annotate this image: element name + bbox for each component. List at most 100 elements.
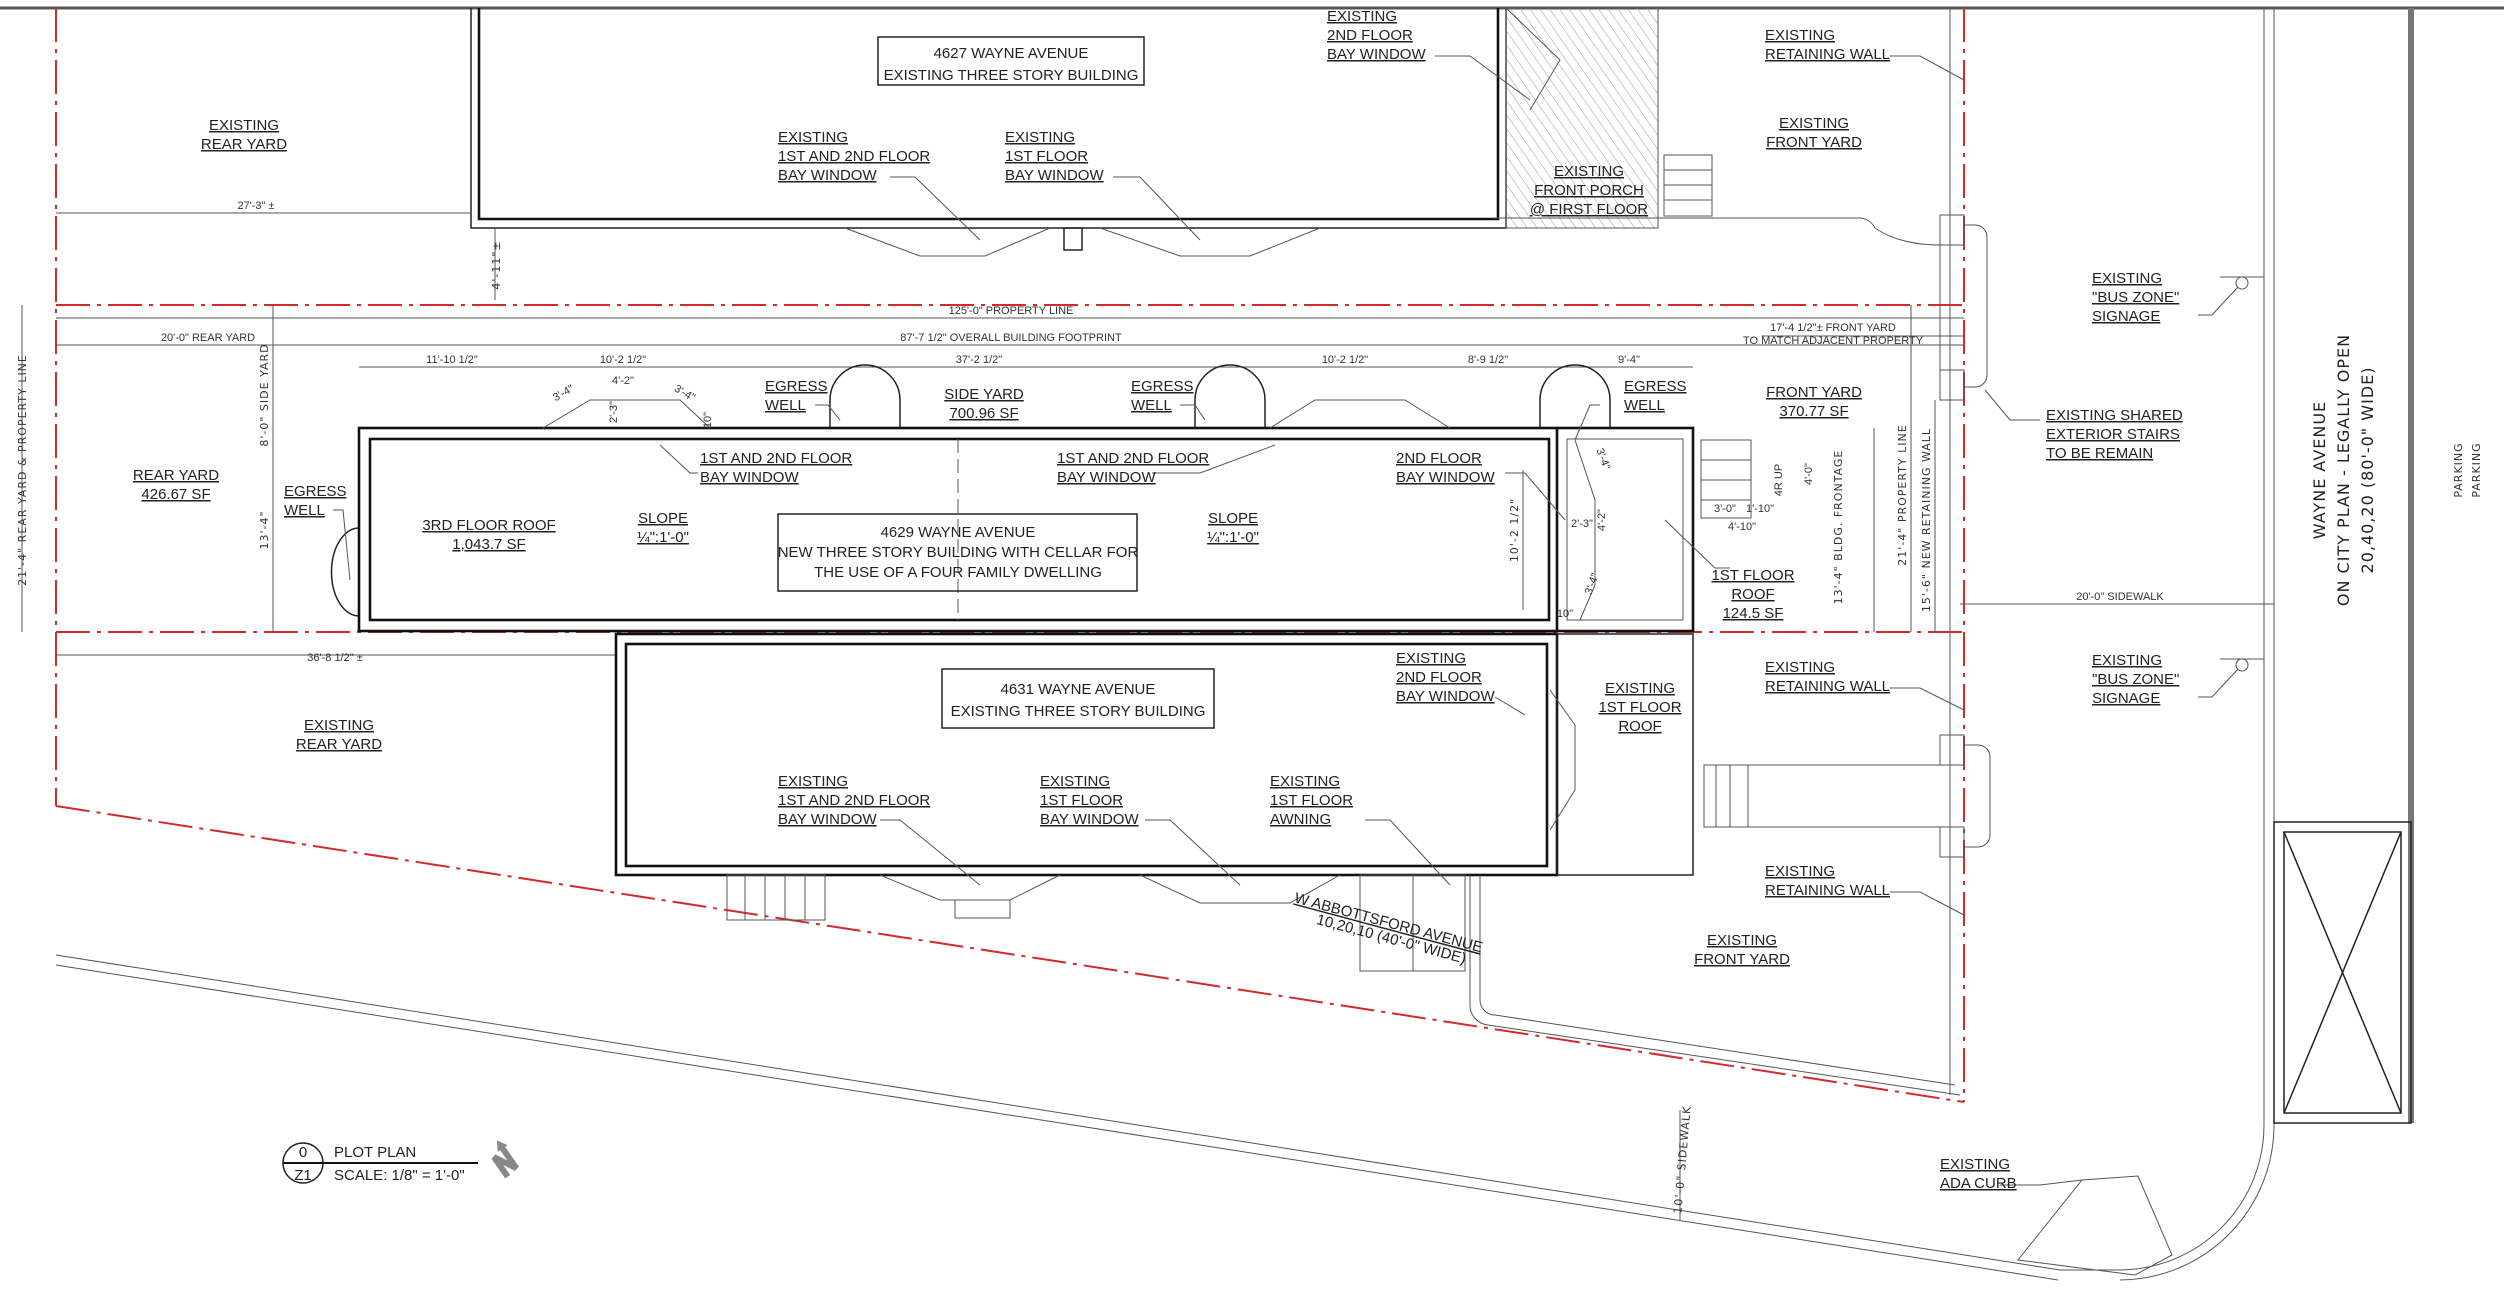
label-front-porch: EXISTING [1554,163,1624,180]
wayne-avenue [2017,8,2414,1281]
dim-property-line: 125'-0" PROPERTY LINE [949,305,1074,317]
label-retaining-wall-mid: RETAINING WALL [1765,678,1890,695]
dim-bay-front-part: 4'-2" [1596,509,1608,531]
dim-bay-front-part: 3'-4" [1593,447,1612,472]
dim-sidewalk-abbottsford: 10'-0" SIDEWALK [1671,1105,1693,1214]
dim-bay-part: 2'-3" [608,401,620,423]
label-slope-2: SLOPE [1208,510,1258,527]
hatched-parking-box [2273,821,2412,1124]
dim-front-yard: 17'-4 1/2"± FRONT YARD [1770,322,1896,334]
label-shared-stairs: EXTERIOR STAIRS [2046,426,2180,443]
label-retaining-wall-mid: EXISTING [1765,659,1835,676]
label-roof-1st-existing: ROOF [1618,718,1661,735]
label-roof-3rd: 1,043.7 SF [452,536,525,553]
abbottsford-avenue [55,954,2061,1281]
label-front-yard-bottom: FRONT YARD [1694,951,1790,968]
building-4631-label: 4631 WAYNE AVENUE [1001,681,1156,698]
dim-stair: 3'-0" [1714,503,1736,515]
building-4631 [614,632,1940,972]
building-4627-label: EXISTING THREE STORY BUILDING [884,67,1139,84]
building-4629 [330,364,1752,633]
north-arrow-icon [491,1140,519,1179]
label-awning: EXISTING [1270,773,1340,790]
ada-curb [2017,1175,2173,1276]
label-bay-1-2-top: EXISTING [778,129,848,146]
label-slope-1: ¼":1'-0" [637,529,689,546]
dim-segment: 10'-2 1/2" [600,354,646,366]
label-roof-1st-existing: EXISTING [1605,680,1675,697]
label-bay-1-2-top: BAY WINDOW [778,167,877,184]
wayne-avenue-label: ON CITY PLAN - LEGALLY OPEN [2334,334,2353,606]
label-shared-stairs: EXISTING SHARED [2046,407,2183,424]
dimension-lines [21,212,2274,656]
label-rear-yard-bottom: REAR YARD [296,736,382,753]
dim-front-property-line: 21'-4" PROPERTY LINE [1896,424,1909,565]
label-retaining-wall-low: RETAINING WALL [1765,882,1890,899]
label-bay-2-bottom: BAY WINDOW [1396,688,1495,705]
label-front-yard-top: EXISTING [1779,115,1849,132]
label-retaining-wall-top: RETAINING WALL [1765,46,1890,63]
building-4629-label: THE USE OF A FOUR FAMILY DWELLING [814,564,1102,581]
label-rear-yard-bottom: EXISTING [304,717,374,734]
label-bay-1-top: 1ST FLOOR [1005,148,1088,165]
label-rear-yard: 426.67 SF [141,486,210,503]
label-side-yard: 700.96 SF [949,405,1018,422]
dim-stair: 4R UP [1773,464,1785,496]
label-front-porch: @ FIRST FLOOR [1530,201,1648,218]
title-block: 0 Z1 PLOT PLAN SCALE: 1/8" = 1'-0" [282,1140,519,1184]
building-4629-label: 4629 WAYNE AVENUE [881,524,1036,541]
label-bus-zone-top: EXISTING [2092,270,2162,287]
parking-label: PARKING [2470,442,2483,497]
label-bus-zone-top: SIGNAGE [2092,308,2160,325]
dim-retaining-wall: 15'-6" NEW RETAINING WALL [1920,428,1933,612]
building-4627 [470,7,1713,257]
egress-well-left [330,527,360,617]
label-bay-1-2-bottom: 1ST AND 2ND FLOOR [778,792,930,809]
label-roof-3rd: 3RD FLOOR ROOF [422,517,555,534]
dim-bay-front-part: 3'-4" [1583,572,1602,597]
wayne-avenue-label: WAYNE AVENUE [2310,401,2329,539]
dim-stair: 4'-10" [1728,521,1756,533]
parking-label: PARKING [2452,442,2465,497]
front-porch [1505,7,1659,229]
bus-zone-sign-bottom [2198,658,2264,698]
label-awning: 1ST FLOOR [1270,792,1353,809]
dim-bay-part: 10" [702,412,714,428]
label-roof-1st: 1ST FLOOR [1711,567,1794,584]
label-ada-curb: EXISTING [1940,1156,2010,1173]
label-bay-new-1: BAY WINDOW [700,469,799,486]
label-bay-1-2-bottom: BAY WINDOW [778,811,877,828]
label-bay-1-top: BAY WINDOW [1005,167,1104,184]
label-bay-1-2-top: 1ST AND 2ND FLOOR [778,148,930,165]
dim-rear-yard: 20'-0" REAR YARD [161,332,255,344]
label-bay-2-bottom: 2ND FLOOR [1396,669,1482,686]
dim-gap-top: 4'-11"± [490,240,503,289]
dim-frontage: 13'-4" BLDG. FRONTAGE [1832,450,1845,605]
label-bay-1-bottom: 1ST FLOOR [1040,792,1123,809]
label-side-yard: SIDE YARD [944,386,1024,403]
label-bus-zone-bottom: EXISTING [2092,652,2162,669]
label-bay-new-3: BAY WINDOW [1396,469,1495,486]
label-front-yard-bottom: EXISTING [1707,932,1777,949]
label-rear-yard-top: EXISTING [209,117,279,134]
label-bay-2-bottom: EXISTING [1396,650,1466,667]
label-awning: AWNING [1270,811,1331,828]
label-egress-3: EGRESS [1624,378,1687,395]
dim-segment: 9'-4" [1618,354,1640,366]
label-slope-1: SLOPE [638,510,688,527]
dim-segment: 10'-2 1/2" [1322,354,1368,366]
label-egress-2: EGRESS [1131,378,1194,395]
label-egress-1: WELL [765,397,806,414]
label-roof-1st: ROOF [1731,586,1774,603]
detail-number: 0 [299,1144,307,1161]
dim-existing-rear-bottom: 36'-8 1/2" ± [307,652,362,664]
label-bus-zone-bottom: "BUS ZONE" [2092,671,2179,688]
dim-side-yard: 8'-0" SIDE YARD [258,343,271,446]
label-bay-1-2-bottom: EXISTING [778,773,848,790]
dim-depth: 13'-4" [258,510,271,549]
label-bay-1-bottom: BAY WINDOW [1040,811,1139,828]
dim-bay-front-part: 10" [1557,608,1573,620]
label-retaining-wall-top: EXISTING [1765,27,1835,44]
dim-segment: 8'-9 1/2" [1468,354,1508,366]
